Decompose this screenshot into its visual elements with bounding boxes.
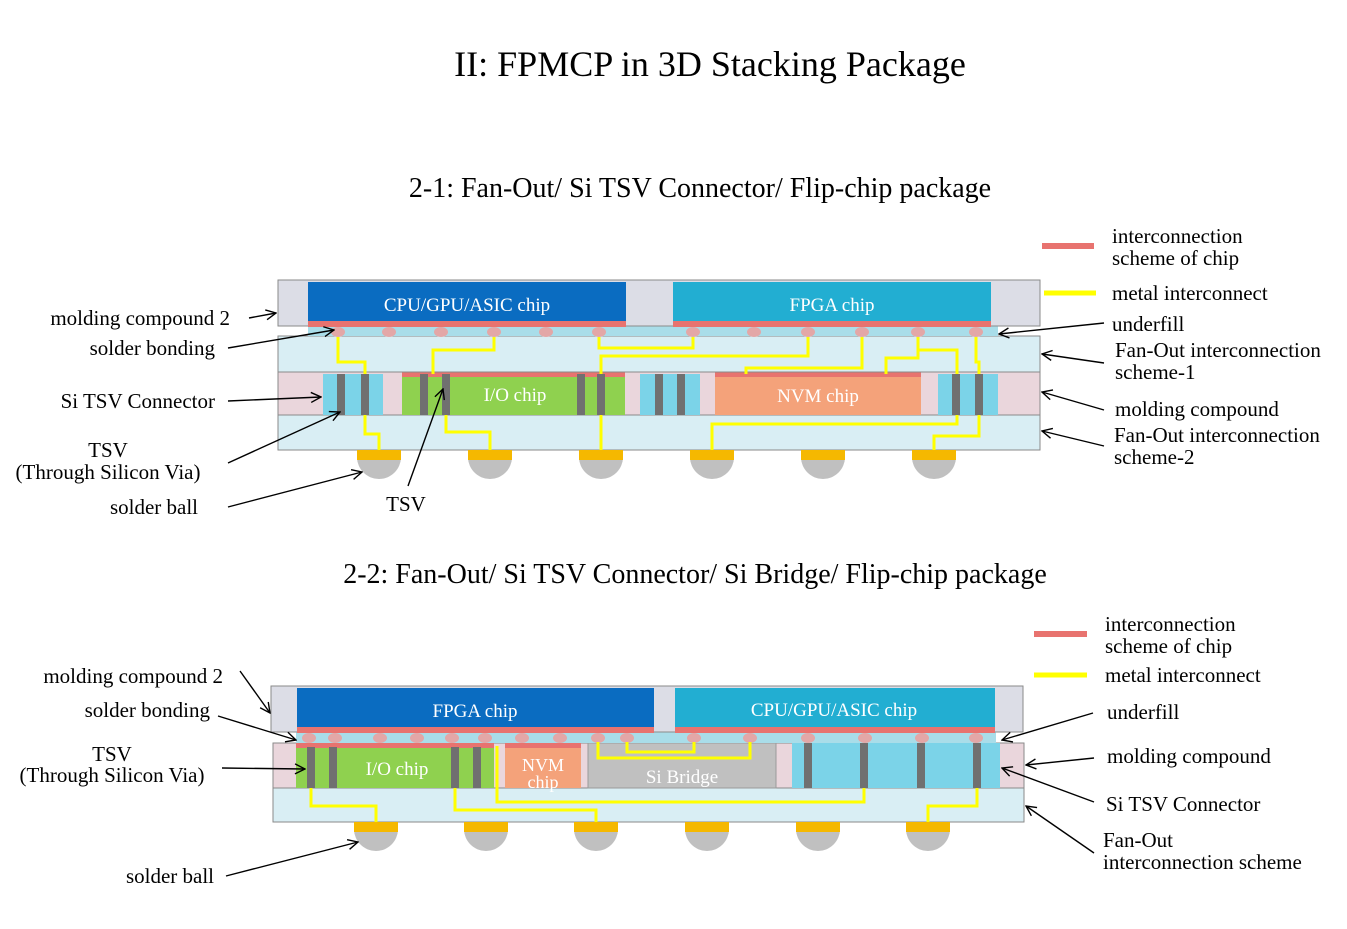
- legend-2-2: interconnection scheme of chip metal int…: [1034, 612, 1261, 687]
- label-fanout1-line1: Fan-Out interconnection: [1115, 338, 1321, 362]
- label-solder-ball: solder ball: [110, 495, 198, 519]
- cpu-chip: [308, 282, 626, 322]
- diagram-2-1: 2-1: Fan-Out/ Si TSV Connector/ Flip-chi…: [16, 173, 1322, 519]
- tsv-set-d2: [307, 743, 981, 788]
- diagram-2-2-title: 2-2: Fan-Out/ Si TSV Connector/ Si Bridg…: [343, 559, 1047, 590]
- label-molding-compound: molding compound: [1115, 397, 1279, 421]
- nvm-chip-d2-line1: NVM: [522, 755, 564, 775]
- metal-interconnects-d2: [309, 742, 979, 822]
- nvm-chip-d2-line2: chip: [528, 772, 559, 792]
- right-arrows-d2: [1002, 712, 1095, 854]
- label-molding-compound-d2: molding compound: [1107, 744, 1271, 768]
- si-tsv-connector-left: [323, 374, 383, 415]
- solder-bumps-d2: [302, 733, 983, 743]
- si-bridge-label: Si Bridge: [646, 767, 718, 788]
- label-solder-bonding-d2: solder bonding: [85, 698, 211, 722]
- right-arrows: [999, 322, 1105, 447]
- si-tsv-connector-right: [938, 374, 998, 415]
- io-chip-label: I/O chip: [484, 385, 547, 406]
- label-fanout2-line1: Fan-Out interconnection: [1114, 423, 1320, 447]
- left-arrows: [227, 313, 443, 508]
- solder-pads-2: [354, 822, 950, 832]
- io-chip-d2-label: I/O chip: [366, 759, 429, 780]
- label-tsv-d2-line1: TSV: [92, 742, 132, 766]
- legend-interconnect-d2-line2: scheme of chip: [1105, 634, 1232, 658]
- label-underfill-d2: underfill: [1107, 700, 1179, 724]
- cpu-chip-interconnect: [308, 321, 626, 327]
- cpu-chip-label: CPU/GPU/ASIC chip: [384, 295, 550, 316]
- main-title: II: FPMCP in 3D Stacking Package: [454, 44, 966, 84]
- right-labels-d2: underfill molding compound Si TSV Connec…: [1103, 700, 1302, 874]
- legend-2-1: interconnection scheme of chip metal int…: [1042, 224, 1268, 305]
- si-tsv-connector-mid: [640, 374, 700, 415]
- label-tsv-d2-line2: (Through Silicon Via): [20, 763, 205, 787]
- label-solder-bonding: solder bonding: [90, 336, 216, 360]
- legend-metal-label: metal interconnect: [1112, 281, 1268, 305]
- label-fanout2-line2: scheme-2: [1114, 445, 1194, 469]
- legend-interconnect-d2-line1: interconnection: [1105, 612, 1236, 636]
- io-chip-d2-interconnect: [296, 743, 494, 748]
- underfill: [308, 326, 998, 336]
- solder-bumps: [331, 327, 983, 337]
- fpga-chip-interconnect: [673, 321, 991, 327]
- fanout-layer-1: [277, 335, 1041, 373]
- legend-interconnect-line1: interconnection: [1112, 224, 1243, 248]
- cpu-chip-d2: [675, 688, 995, 728]
- cpu-chip-d2-interconnect: [675, 727, 995, 733]
- left-labels: molding compound 2 solder bonding Si TSV…: [16, 306, 426, 519]
- tsv-set: [337, 374, 983, 415]
- fanout-layer: [272, 787, 1025, 823]
- nvm-chip-label: NVM chip: [777, 386, 859, 407]
- fpga-chip-d2-label: FPGA chip: [433, 701, 518, 722]
- label-fanout1-line2: scheme-1: [1115, 360, 1195, 384]
- metal-interconnects: [336, 337, 981, 450]
- nvm-chip-d2: [505, 748, 581, 788]
- fpga-chip-d2-interconnect: [297, 727, 654, 733]
- label-tsv-bottom: TSV: [386, 492, 426, 516]
- label-tsv-line2: (Through Silicon Via): [16, 460, 201, 484]
- label-fanout-d2-line1: Fan-Out: [1103, 828, 1173, 852]
- label-si-tsv-connector-d2: Si TSV Connector: [1106, 792, 1260, 816]
- label-fanout-d2-line2: interconnection scheme: [1103, 850, 1302, 874]
- si-tsv-connector-d2: [792, 743, 1000, 788]
- label-si-tsv-connector: Si TSV Connector: [61, 389, 215, 413]
- diagram-2-2: 2-2: Fan-Out/ Si TSV Connector/ Si Bridg…: [20, 559, 1302, 888]
- legend-metal-label-d2: metal interconnect: [1105, 663, 1261, 687]
- left-arrows-d2: [217, 670, 358, 877]
- label-tsv-line1: TSV: [88, 438, 128, 462]
- fanout-layer-2: [277, 414, 1041, 451]
- label-molding-compound-2: molding compound 2: [50, 306, 230, 330]
- label-underfill: underfill: [1112, 312, 1184, 336]
- nvm-chip-d2-interconnect: [505, 743, 581, 748]
- nvm-chip-interconnect: [715, 372, 921, 377]
- nvm-chip: [715, 376, 921, 415]
- right-labels: underfill Fan-Out interconnection scheme…: [1112, 312, 1321, 469]
- underfill-d2: [296, 732, 996, 743]
- fpga-chip-label: FPGA chip: [790, 295, 875, 316]
- diagram-2-1-title: 2-1: Fan-Out/ Si TSV Connector/ Flip-chi…: [409, 173, 991, 204]
- fpga-chip: [673, 282, 991, 322]
- fpga-chip-d2: [297, 688, 654, 728]
- io-chip-interconnect: [402, 372, 625, 377]
- left-labels-d2: molding compound 2 solder bonding TSV (T…: [20, 664, 224, 888]
- solder-pads: [357, 450, 956, 460]
- label-molding-compound-2-d2: molding compound 2: [43, 664, 223, 688]
- label-solder-ball-d2: solder ball: [126, 864, 214, 888]
- cpu-chip-d2-label: CPU/GPU/ASIC chip: [751, 700, 917, 721]
- legend-interconnect-line2: scheme of chip: [1112, 246, 1239, 270]
